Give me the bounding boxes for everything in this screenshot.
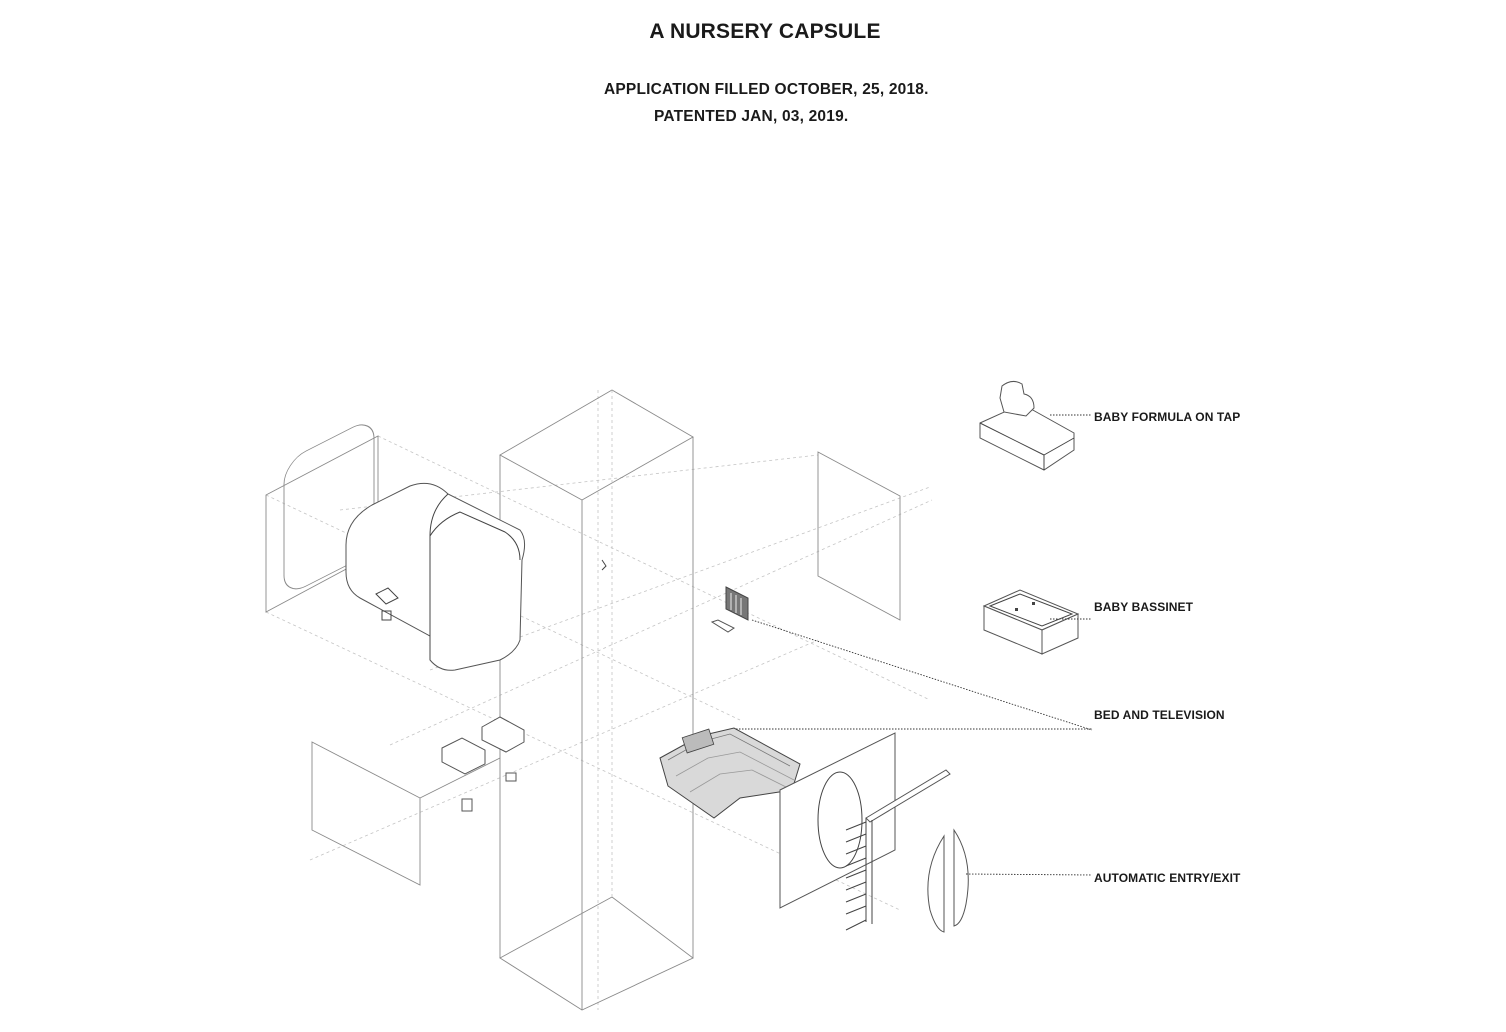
callout-bed-tv: BED AND TELEVISION	[1094, 708, 1225, 722]
callout-entry: AUTOMATIC ENTRY/EXIT	[1094, 871, 1241, 885]
bassinet-module	[982, 589, 1080, 655]
application-date: APPLICATION FILLED OCTOBER, 25, 2018.	[604, 81, 929, 98]
callout-formula: BABY FORMULA ON TAP	[1094, 410, 1241, 424]
entry-door-panel	[779, 732, 896, 909]
formula-dispenser	[979, 380, 1075, 471]
construction-guides	[265, 390, 933, 1010]
automatic-doors	[927, 828, 969, 933]
patent-date: PATENTED JAN, 03, 2019.	[654, 108, 849, 125]
diagram-title: A NURSERY CAPSULE	[649, 20, 881, 43]
bed-unit	[659, 727, 801, 819]
left-floor-block	[311, 741, 501, 886]
callout-leaders	[736, 414, 1093, 876]
television-screen	[710, 586, 749, 633]
small-components	[441, 559, 607, 812]
entry-ladder	[845, 769, 951, 931]
callout-bassinet: BABY BASSINET	[1094, 600, 1194, 614]
capsule-shell	[345, 482, 526, 671]
right-wall-panel	[817, 451, 901, 621]
central-column	[499, 389, 694, 1011]
